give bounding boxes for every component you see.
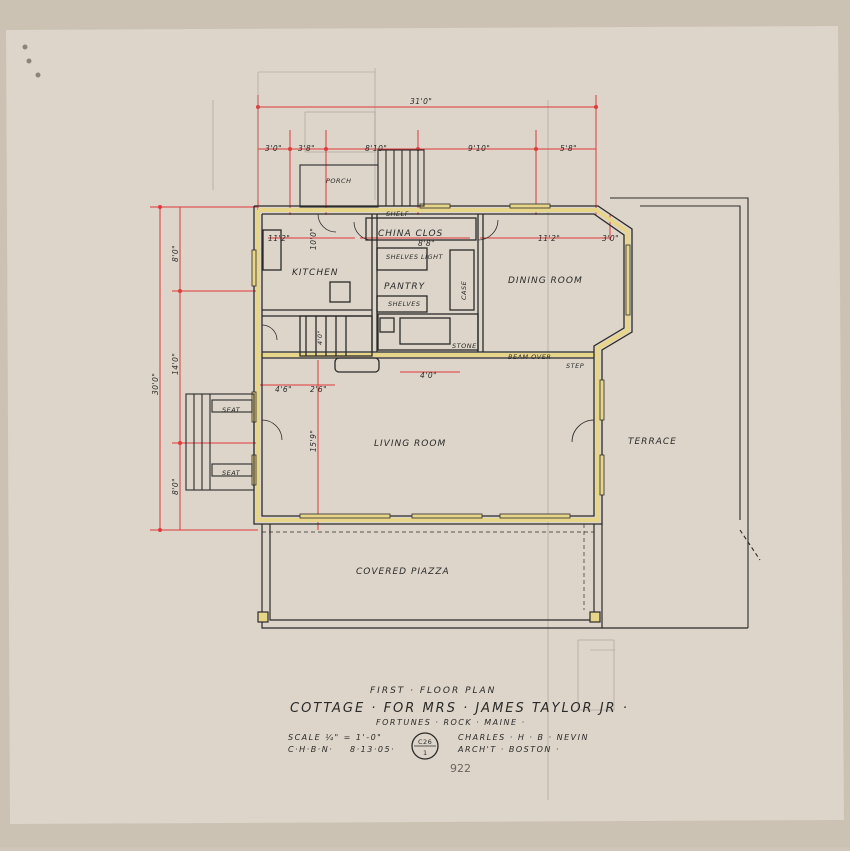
sheet-stamp: [411, 732, 439, 760]
entry-steps: [185, 393, 255, 491]
title-line2: COTTAGE · FOR MRS · JAMES TAYLOR JR ·: [290, 701, 629, 716]
dim-30-0: 30'0": [151, 373, 160, 395]
label-stone: STONE: [452, 342, 477, 350]
label-china-clos: CHINA CLOS: [378, 229, 443, 239]
pin-hole: [35, 72, 41, 78]
label-dining-room: DINING ROOM: [508, 276, 583, 286]
label-shelves-light: SHELVES LIGHT: [386, 253, 443, 261]
label-kitchen: KITCHEN: [292, 268, 339, 278]
pin-hole: [26, 58, 32, 64]
label-porch: PORCH: [326, 177, 351, 185]
dim-overall-width: 31'0": [410, 97, 432, 106]
title-line3: FORTUNES · ROCK · MAINE ·: [376, 718, 526, 727]
label-terrace: TERRACE: [628, 437, 677, 447]
windows: [251, 203, 631, 519]
title-architect: CHARLES · H · B · NEVIN: [458, 733, 589, 742]
covered-piazza-outline: [257, 524, 748, 629]
terrace-outline: [610, 197, 761, 628]
dim-10-0: 10'0": [309, 228, 318, 250]
sheet-number: 922: [450, 762, 471, 775]
dim-8-0-bottom: 8'0": [171, 478, 180, 495]
label-pantry: PANTRY: [384, 282, 426, 292]
title-office: ARCH'T · BOSTON ·: [457, 745, 560, 754]
pin-hole: [22, 44, 28, 50]
label-seat-bottom: SEAT: [222, 469, 241, 477]
dim-9-10: 9'10": [468, 144, 490, 153]
dim-15-9: 15'9": [309, 430, 318, 452]
dim-11-2-left: 11'2": [268, 234, 290, 243]
title-date: 8·13·05·: [350, 745, 395, 754]
label-shelf: SHELF: [386, 210, 409, 218]
dim-11-2-right: 11'2": [538, 234, 560, 243]
dim-3-8: 3'8": [298, 144, 315, 153]
dim-4-0-stair: 4'0": [316, 330, 324, 345]
title-drawn: C·H·B·N·: [288, 745, 333, 754]
dim-8-8: 8'8": [418, 239, 435, 248]
label-shelves: SHELVES: [388, 300, 420, 308]
door-swings: [261, 213, 595, 443]
house-walls: [253, 205, 633, 525]
stamp-top: C26: [418, 738, 432, 746]
title-scale: SCALE ¼" = 1'-0": [288, 733, 382, 742]
stamp-bottom: 1: [423, 749, 428, 757]
dim-4-6: 4'6": [275, 385, 292, 394]
label-beam-over: BEAM OVER: [508, 353, 551, 361]
title-line1: FIRST · FLOOR PLAN: [370, 686, 496, 696]
piazza-dashed: [262, 524, 594, 610]
pencil-construction: [212, 68, 615, 800]
dim-14-0: 14'0": [171, 353, 180, 375]
dim-5-8: 5'8": [560, 144, 577, 153]
label-living-room: LIVING ROOM: [374, 439, 446, 449]
dim-8-10: 8'10": [365, 144, 387, 153]
label-case: CASE: [460, 280, 468, 300]
porch: [299, 149, 425, 208]
dim-8-0-top: 8'0": [171, 245, 180, 262]
paper-sheet: [6, 26, 844, 824]
label-seat-top: SEAT: [222, 406, 241, 414]
dim-3-0-left: 3'0": [265, 144, 282, 153]
dim-2-6: 2'6": [310, 385, 327, 394]
dim-3-0-right: 3'0": [602, 234, 619, 243]
label-covered-piazza: COVERED PIAZZA: [356, 567, 450, 577]
title-block: FIRST · FLOOR PLAN COTTAGE · FOR MRS · J…: [288, 686, 629, 775]
wall-color: [256, 208, 630, 522]
dim-4-0: 4'0": [420, 371, 437, 380]
label-step: STEP: [566, 362, 584, 370]
